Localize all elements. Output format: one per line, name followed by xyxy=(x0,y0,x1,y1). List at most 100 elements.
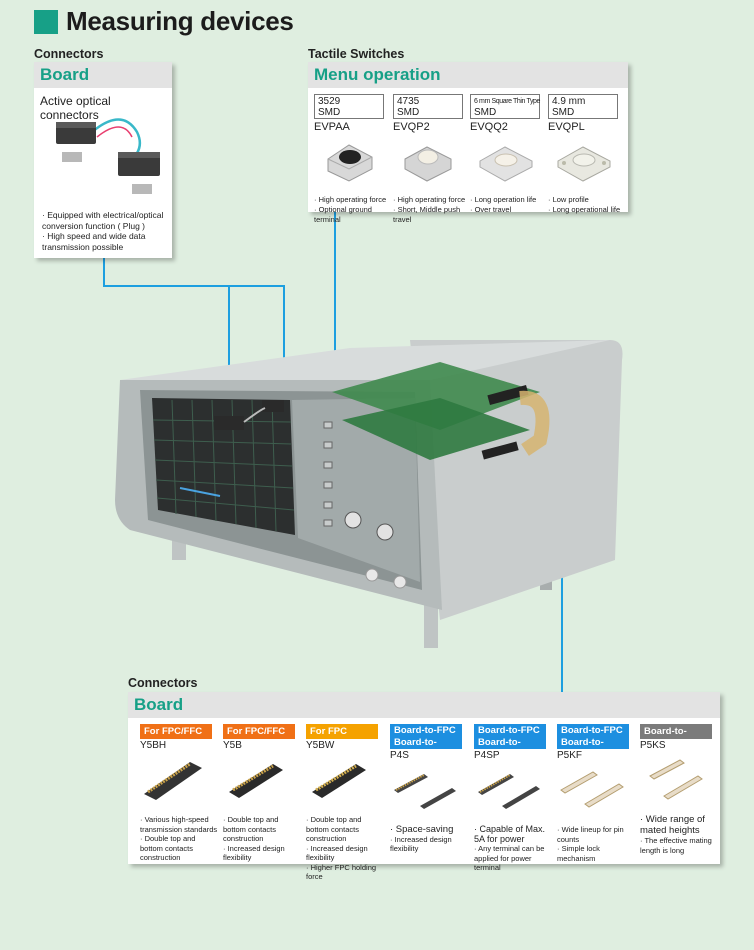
connector-p5ks-image xyxy=(649,759,703,800)
switch-feature: · Optional ground terminal xyxy=(314,205,372,224)
aoc-feature-2: · High speed and wide data transmission … xyxy=(42,231,146,252)
switch-size: 6 mm Square Thin Type xyxy=(474,98,541,105)
connectors-label-bottom: Connectors xyxy=(128,676,198,690)
connector-feature: · Any terminal can be applied for power … xyxy=(474,844,545,872)
switch-type: SMD xyxy=(474,107,497,118)
connector-model: Y5BH xyxy=(140,740,167,751)
switch-features: · High operating force· Short, Middle pu… xyxy=(393,195,467,225)
switch-type: SMD xyxy=(397,107,420,118)
category-badge: For FPC/FFC xyxy=(223,724,295,739)
category-badge: Board-to-Board xyxy=(640,724,712,750)
line-aoc-drop-left xyxy=(228,285,230,417)
switch-model: EVQPL xyxy=(548,121,585,133)
panel-title-board-bottom: Board xyxy=(128,692,720,718)
connector-features: · Wide range of mated heights· The effec… xyxy=(640,814,718,855)
switch-evqp2-image xyxy=(404,146,452,182)
line-aoc-drop-right xyxy=(283,285,285,402)
connector-model: Y5B xyxy=(223,740,242,751)
connector-feature: · Increased design flexibility xyxy=(306,843,368,863)
switch-feature: · Over travel xyxy=(470,205,512,214)
switch-evqq2-image xyxy=(479,146,533,182)
connector-p4s-image xyxy=(394,774,456,809)
connector-model: Y5BW xyxy=(306,740,335,751)
title-marker-icon xyxy=(34,9,58,34)
aoc-feature-1: · Equipped with electrical/optical conve… xyxy=(42,210,164,231)
tactile-switches-label: Tactile Switches xyxy=(308,47,405,61)
aoc-features: · Equipped with electrical/optical conve… xyxy=(42,210,192,252)
connector-feature: · Wide range of mated heights xyxy=(640,814,705,836)
category-badge: For FPC xyxy=(306,724,378,739)
badge-line: Board-to-Board xyxy=(478,736,521,760)
connector-feature: · Double top and bottom contacts constru… xyxy=(223,815,279,843)
connector-item-y5bw: For FPC Y5BW · Double top and bottom con… xyxy=(306,724,384,882)
connector-features: · Various high-speed transmission standa… xyxy=(140,815,218,863)
panel-title-board-top: Board xyxy=(34,62,172,88)
connector-model: P4SP xyxy=(474,750,500,761)
switch-features: · Low profile· Long operational life xyxy=(548,195,622,215)
switch-size: 3529 xyxy=(318,96,341,107)
switch-evpaa-image xyxy=(327,144,373,182)
connector-features: · Double top and bottom contacts constru… xyxy=(306,815,384,882)
connector-y5b-image xyxy=(229,764,283,798)
switch-features: · Long operation life· Over travel xyxy=(470,195,544,215)
category-badge: For FPC/FFC xyxy=(140,724,212,739)
connector-feature: · Capable of Max. 5A for power xyxy=(474,824,546,844)
connector-feature: · Higher FPC holding force xyxy=(306,862,377,882)
connector-feature: · Double top and bottom contacts constru… xyxy=(140,834,196,862)
connector-model: P5KS xyxy=(640,740,666,751)
connector-features: · Space-saving· Increased design flexibi… xyxy=(390,825,468,854)
switch-feature: · High operating force xyxy=(393,195,466,204)
connector-p4sp-image xyxy=(478,774,540,809)
badge-line: Board-to-Board xyxy=(561,736,604,760)
board-panel-top: Board Active optical connectors · Equipp… xyxy=(34,62,172,258)
badge-line: Board-to-FPC xyxy=(394,725,456,736)
connector-features: · Double top and bottom contacts constru… xyxy=(223,815,301,863)
line-aoc-down xyxy=(103,258,105,286)
switch-feature: · Long operational life xyxy=(548,205,621,214)
page-title: Measuring devices xyxy=(66,6,294,36)
connector-feature: · The effective mating length is long xyxy=(640,836,712,855)
switch-feature: · Short, Middle push travel xyxy=(393,205,461,224)
connector-p5kf-image xyxy=(560,771,624,808)
connector-feature: · Various high-speed transmission standa… xyxy=(140,815,218,834)
connector-feature: · Wide lineup for pin counts xyxy=(557,825,624,844)
connector-y5bw-image xyxy=(312,764,366,798)
connectors-label-top: Connectors xyxy=(34,47,104,61)
switch-feature: · High operating force xyxy=(314,195,387,204)
switch-feature: · Long operation life xyxy=(470,195,537,204)
panel-title-menu-operation: Menu operation xyxy=(308,62,628,88)
switch-type: SMD xyxy=(318,107,341,118)
connector-y5bh-image xyxy=(144,762,202,800)
connector-feature: · Space-saving xyxy=(390,824,454,835)
switch-features: · High operating force· Optional ground … xyxy=(314,195,388,225)
page-header: Measuring devices xyxy=(34,6,294,37)
switch-evqpl-image xyxy=(557,146,611,182)
badge-line: Board-to-Board xyxy=(394,736,437,760)
switch-feature: · Low profile xyxy=(548,195,589,204)
switch-size: 4.9 mm xyxy=(552,96,586,107)
connector-features: · Capable of Max. 5A for power· Any term… xyxy=(474,824,552,873)
active-optical-connector-image xyxy=(56,118,160,194)
line-aoc-horizontal xyxy=(103,285,285,287)
connector-item-p5ks: Board-to-Board P5KS · Wide range of mate… xyxy=(640,724,718,855)
switch-model: EVPAA xyxy=(314,121,350,133)
connector-features: · Wide lineup for pin counts· Simple loc… xyxy=(557,825,635,863)
switch-model: EVQP2 xyxy=(393,121,430,133)
badge-line: Board-to-FPC xyxy=(561,725,623,736)
switch-type: SMD xyxy=(552,107,575,118)
switch-model: EVQQ2 xyxy=(470,121,508,133)
